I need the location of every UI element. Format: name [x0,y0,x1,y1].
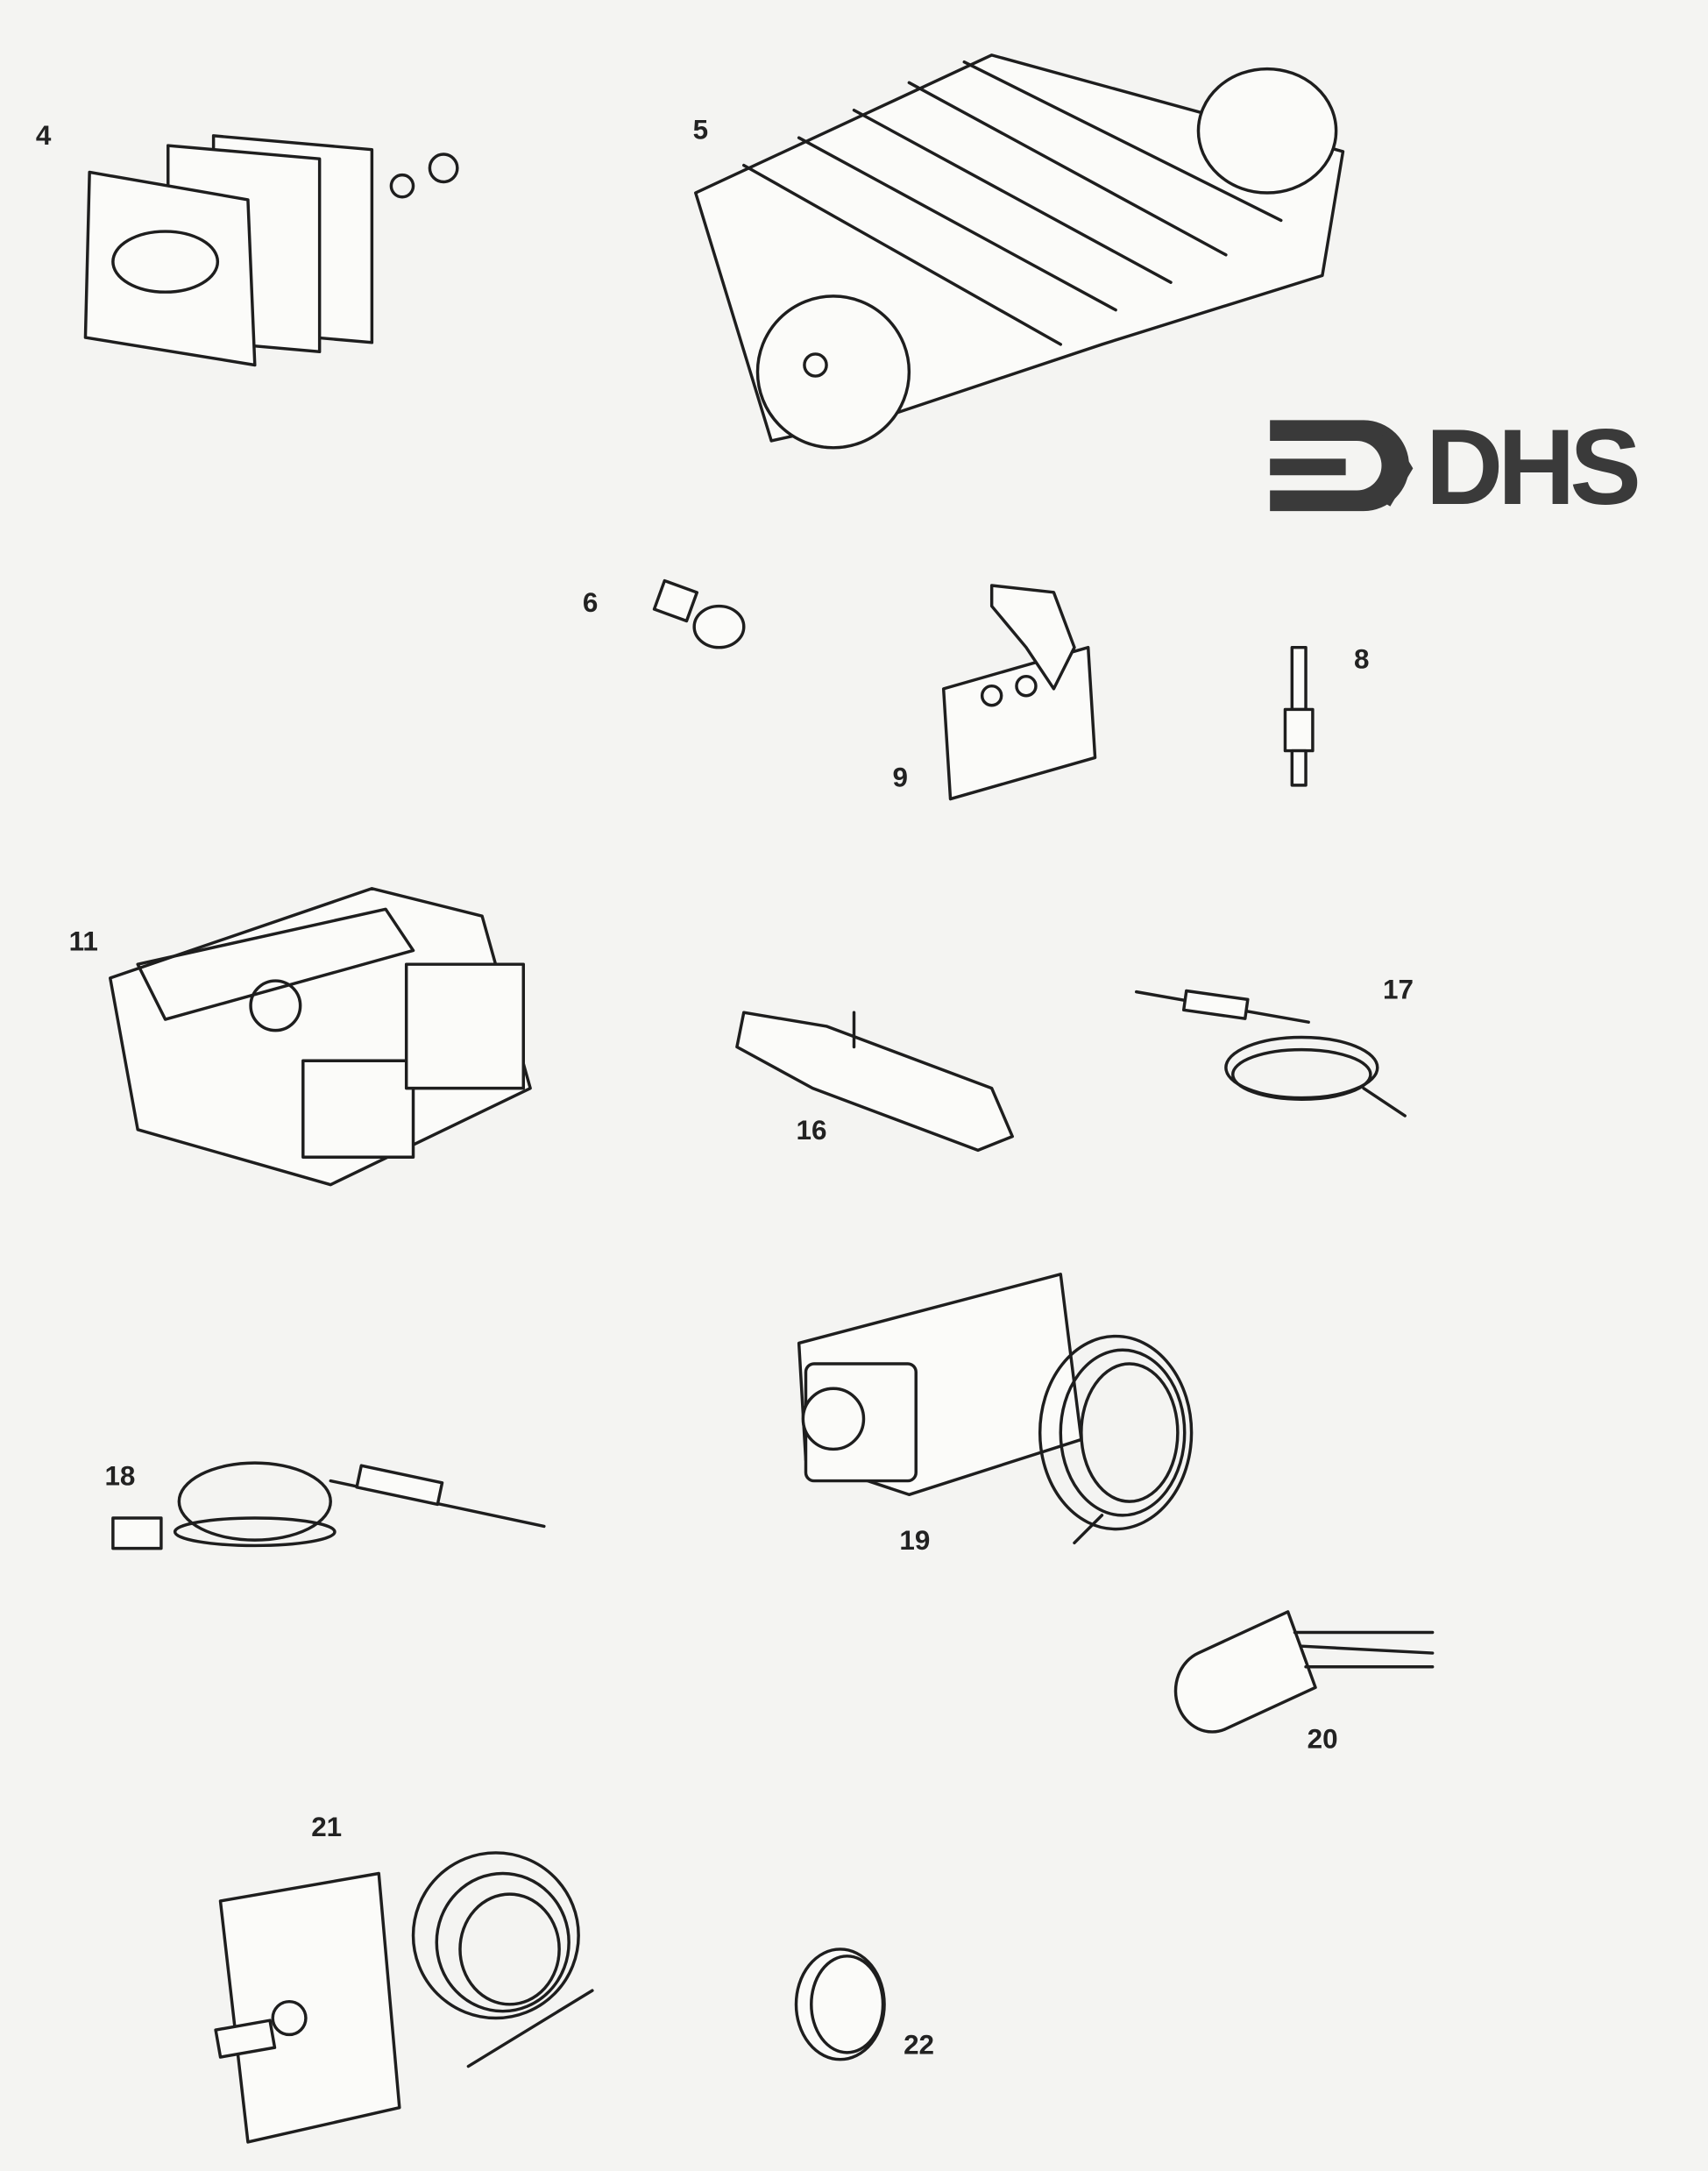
dhs-logo-text: DHS [1426,407,1637,527]
part-20-capsule [1173,1610,1435,1734]
part-16-piezo-igniter [735,1011,1014,1153]
part-21-thermostat [214,1851,594,2144]
part-22-cap [794,1948,886,2061]
part-label-18: 18 [104,1460,135,1491]
part-4-switch-plates [83,134,459,367]
dhs-logo: DHS [1270,407,1643,527]
part-label-17: 17 [1383,974,1414,1004]
part-label-5: 5 [693,115,708,145]
part-label-8: 8 [1354,643,1369,674]
part-label-22: 22 [904,2029,934,2060]
part-label-11: 11 [69,926,98,956]
part-label-21: 21 [311,1812,342,1842]
part-label-4: 4 [36,120,52,151]
part-9-bracket [941,584,1097,801]
part-label-9: 9 [893,762,908,792]
part-18-thermocouple-lead [111,1461,546,1550]
part-label-16: 16 [796,1115,826,1146]
part-19-thermostat [797,1273,1194,1545]
part-label-6: 6 [583,587,598,618]
part-5-burner [694,53,1345,450]
part-6-nozzle [652,578,746,649]
part-label-19: 19 [899,1525,930,1556]
part-8-electrode [1283,645,1315,787]
part-label-20: 20 [1308,1723,1338,1754]
part-11-gas-valve [109,887,532,1187]
part-17-thermocouple [1134,989,1407,1117]
